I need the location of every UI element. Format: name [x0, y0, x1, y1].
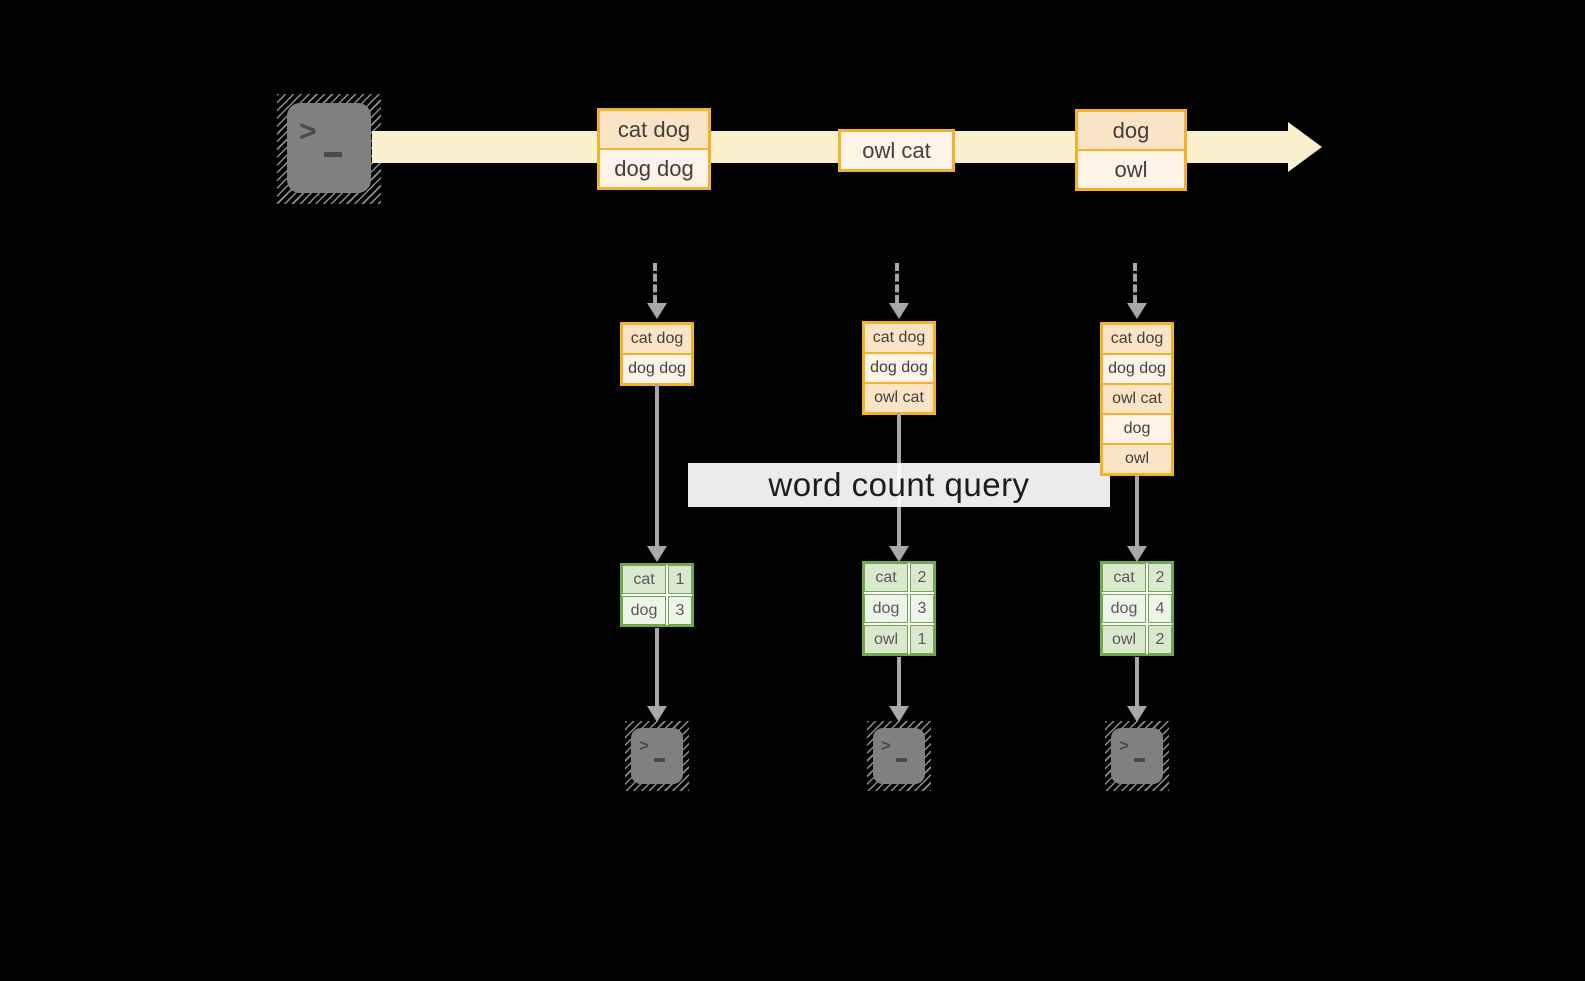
output-terminal-icon: >: [867, 721, 931, 791]
arrowhead-icon: [647, 546, 667, 562]
record-buffer-2: cat dog dog dog owl cat: [862, 321, 936, 415]
arrowhead-icon: [647, 706, 667, 722]
buffer-record: dog dog: [1103, 355, 1171, 383]
arrowhead-icon: [889, 546, 909, 562]
count-value: 1: [910, 625, 934, 654]
count-word: dog: [864, 594, 908, 623]
buffer-record: dog dog: [865, 354, 933, 382]
terminal-cursor-icon: [896, 758, 907, 762]
event-record: dog: [1078, 112, 1184, 149]
buffer-record: cat dog: [865, 324, 933, 352]
count-table-2: cat 2 dog 3 owl 1: [862, 561, 936, 656]
output-arrow: [1135, 657, 1139, 706]
event-record: owl cat: [841, 132, 952, 169]
count-value: 2: [1148, 563, 1172, 592]
count-value: 2: [910, 563, 934, 592]
output-arrow: [655, 628, 659, 706]
buffer-record: owl: [1103, 445, 1171, 473]
count-value: 3: [910, 594, 934, 623]
terminal-cursor-icon: [654, 758, 665, 762]
dashed-arrowhead-icon: [647, 303, 667, 319]
dashed-arrow: [653, 263, 657, 303]
dashed-arrow: [895, 263, 899, 303]
terminal-cursor-icon: [324, 152, 342, 157]
buffer-record: owl cat: [1103, 385, 1171, 413]
count-table-1: cat 1 dog 3: [620, 563, 694, 627]
count-word: dog: [622, 596, 666, 625]
event-record: cat dog: [600, 111, 708, 148]
arrowhead-icon: [1127, 546, 1147, 562]
query-label: word count query: [688, 463, 1110, 507]
stream-event-1: cat dog dog dog: [597, 108, 711, 190]
terminal-screen: >: [873, 728, 925, 784]
stream-arrowhead-icon: [1288, 122, 1322, 172]
count-value: 4: [1148, 594, 1172, 623]
output-terminal-icon: >: [1105, 721, 1169, 791]
source-terminal-icon: >: [277, 94, 381, 204]
count-value: 3: [668, 596, 692, 625]
terminal-prompt-icon: >: [299, 115, 317, 148]
dashed-arrowhead-icon: [1127, 303, 1147, 319]
query-arrow: [1135, 474, 1139, 546]
count-word: owl: [864, 625, 908, 654]
query-arrow: [655, 384, 659, 546]
buffer-record: owl cat: [865, 384, 933, 412]
count-value: 2: [1148, 625, 1172, 654]
count-table-3: cat 2 dog 4 owl 2: [1100, 561, 1174, 656]
count-value: 1: [668, 565, 692, 594]
output-arrow: [897, 657, 901, 706]
event-record: dog dog: [600, 150, 708, 187]
count-word: dog: [1102, 594, 1146, 623]
count-word: cat: [1102, 563, 1146, 592]
dashed-arrow: [1133, 263, 1137, 303]
terminal-screen: >: [1111, 728, 1163, 784]
terminal-prompt-icon: >: [639, 736, 649, 755]
count-word: owl: [1102, 625, 1146, 654]
terminal-prompt-icon: >: [1119, 736, 1129, 755]
terminal-cursor-icon: [1134, 758, 1145, 762]
buffer-record: dog dog: [623, 355, 691, 383]
terminal-screen: >: [631, 728, 683, 784]
terminal-prompt-icon: >: [881, 736, 891, 755]
record-buffer-3: cat dog dog dog owl cat dog owl: [1100, 322, 1174, 476]
event-record: owl: [1078, 151, 1184, 188]
arrowhead-icon: [889, 706, 909, 722]
buffer-record: dog: [1103, 415, 1171, 443]
buffer-record: cat dog: [1103, 325, 1171, 353]
stream-event-3: dog owl: [1075, 109, 1187, 191]
output-terminal-icon: >: [625, 721, 689, 791]
dashed-arrowhead-icon: [889, 303, 909, 319]
arrowhead-icon: [1127, 706, 1147, 722]
count-word: cat: [864, 563, 908, 592]
buffer-record: cat dog: [623, 325, 691, 353]
count-word: cat: [622, 565, 666, 594]
terminal-screen: >: [287, 103, 371, 193]
record-buffer-1: cat dog dog dog: [620, 322, 694, 386]
stream-event-2: owl cat: [838, 129, 955, 172]
